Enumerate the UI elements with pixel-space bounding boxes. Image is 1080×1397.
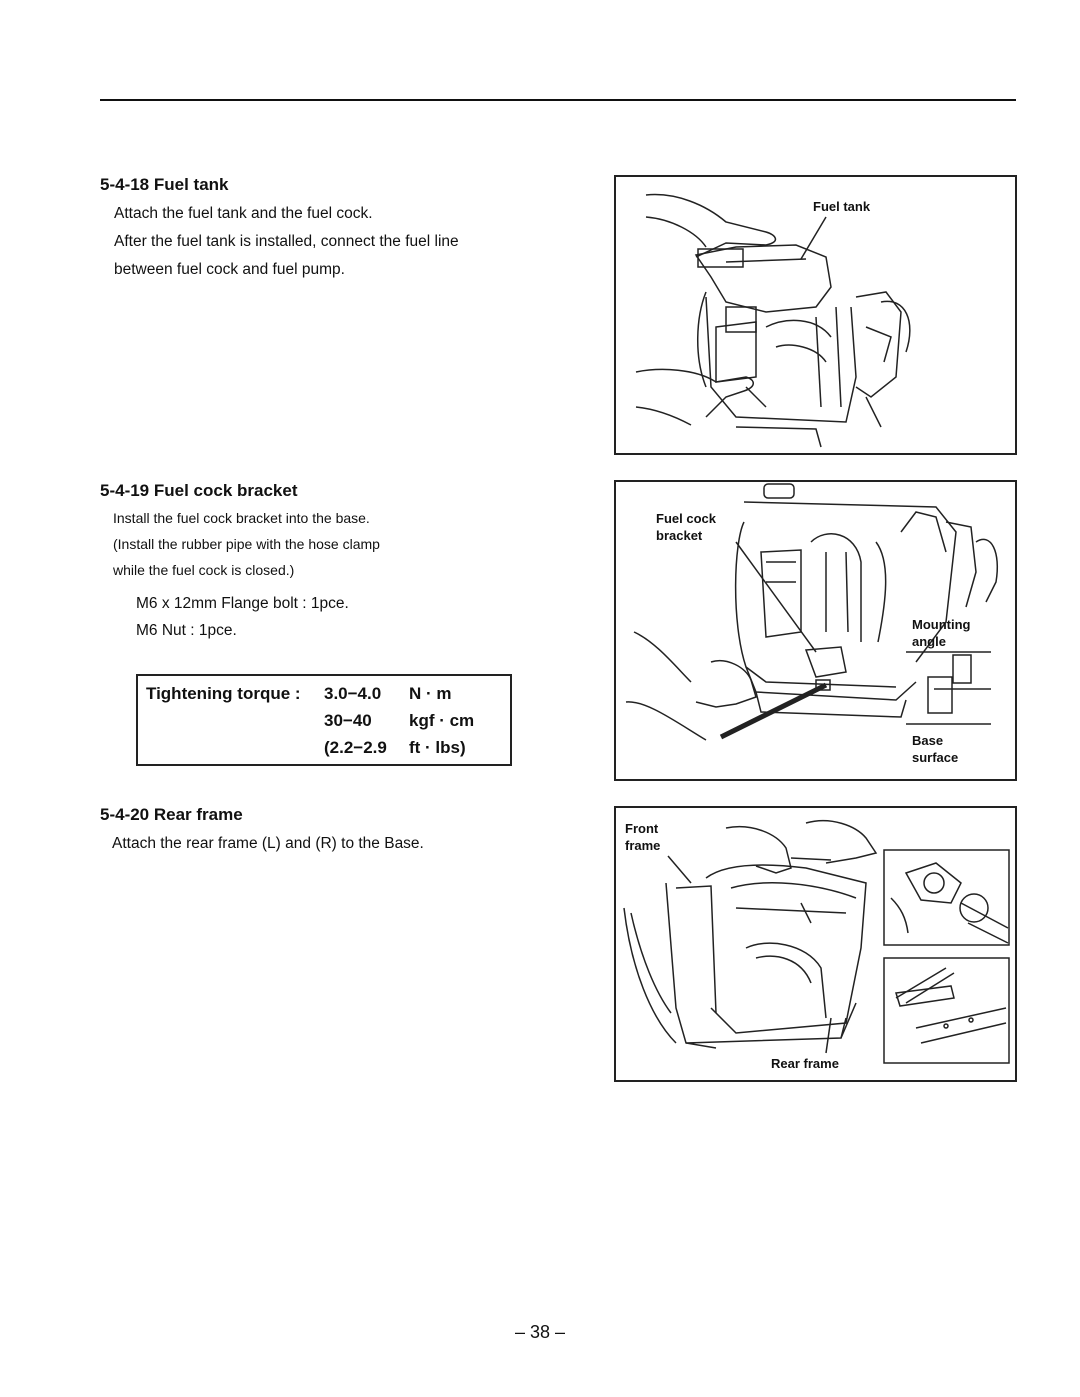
rear-frame-illustration	[623, 819, 1010, 1064]
label-fuel-cock-1: Fuel cock	[656, 511, 716, 526]
heading-fuel-tank: 5-4-18 Fuel tank	[100, 175, 229, 194]
label-front-2: frame	[625, 838, 661, 853]
torque-value-nm: 3.0−4.0	[324, 684, 382, 703]
part-nut: M6 Nut : 1pce.	[136, 622, 237, 639]
torque-unit-kgf: kgf · cm	[409, 711, 475, 730]
label-base-1: Base	[912, 733, 944, 748]
bracket-text-1: Install the fuel cock bracket into the b…	[113, 510, 370, 526]
label-base-2: surface	[912, 750, 959, 765]
torque-unit-ftlbs: ft · lbs)	[409, 738, 466, 757]
label-front-1: Front	[625, 821, 659, 836]
label-mounting-2: angle	[912, 634, 946, 649]
heading-rear-frame: 5-4-20 Rear frame	[100, 805, 243, 824]
figure-rear-frame: Front frame Rear frame	[614, 806, 1017, 1082]
rear-frame-text: Attach the rear frame (L) and (R) to the…	[112, 835, 424, 852]
figure-fuel-cock-bracket: Fuel cock bracket Mounting angle Base su…	[614, 480, 1017, 781]
torque-unit-nm: N · m	[409, 684, 452, 703]
fuel-tank-text-3: between fuel cock and fuel pump.	[114, 261, 345, 278]
bracket-text-3: while the fuel cock is closed.)	[113, 562, 295, 578]
fuel-tank-illustration	[635, 193, 911, 448]
top-rule	[100, 99, 1016, 101]
torque-label: Tightening torque :	[146, 684, 301, 703]
page-number: – 38 –	[514, 1322, 566, 1342]
fuel-tank-text-1: Attach the fuel tank and the fuel cock.	[114, 205, 373, 222]
torque-value-ftlbs: (2.2−2.9	[324, 738, 387, 757]
label-rear-frame: Rear frame	[771, 1056, 839, 1071]
figure-fuel-tank: Fuel tank	[614, 175, 1017, 455]
heading-fuel-cock-bracket: 5-4-19 Fuel cock bracket	[100, 481, 298, 500]
part-flange-bolt: M6 x 12mm Flange bolt : 1pce.	[136, 595, 349, 612]
torque-value-kgf: 30−40	[324, 711, 372, 730]
torque-box: Tightening torque : 3.0−4.0 N · m 30−40 …	[136, 674, 512, 766]
fuel-cock-bracket-illustration	[625, 483, 998, 741]
bracket-text-2: (Install the rubber pipe with the hose c…	[113, 536, 380, 552]
fuel-tank-text-2: After the fuel tank is installed, connec…	[114, 233, 459, 250]
label-fuel-tank: Fuel tank	[813, 199, 871, 214]
label-fuel-cock-2: bracket	[656, 528, 703, 543]
label-mounting-1: Mounting	[912, 617, 971, 632]
